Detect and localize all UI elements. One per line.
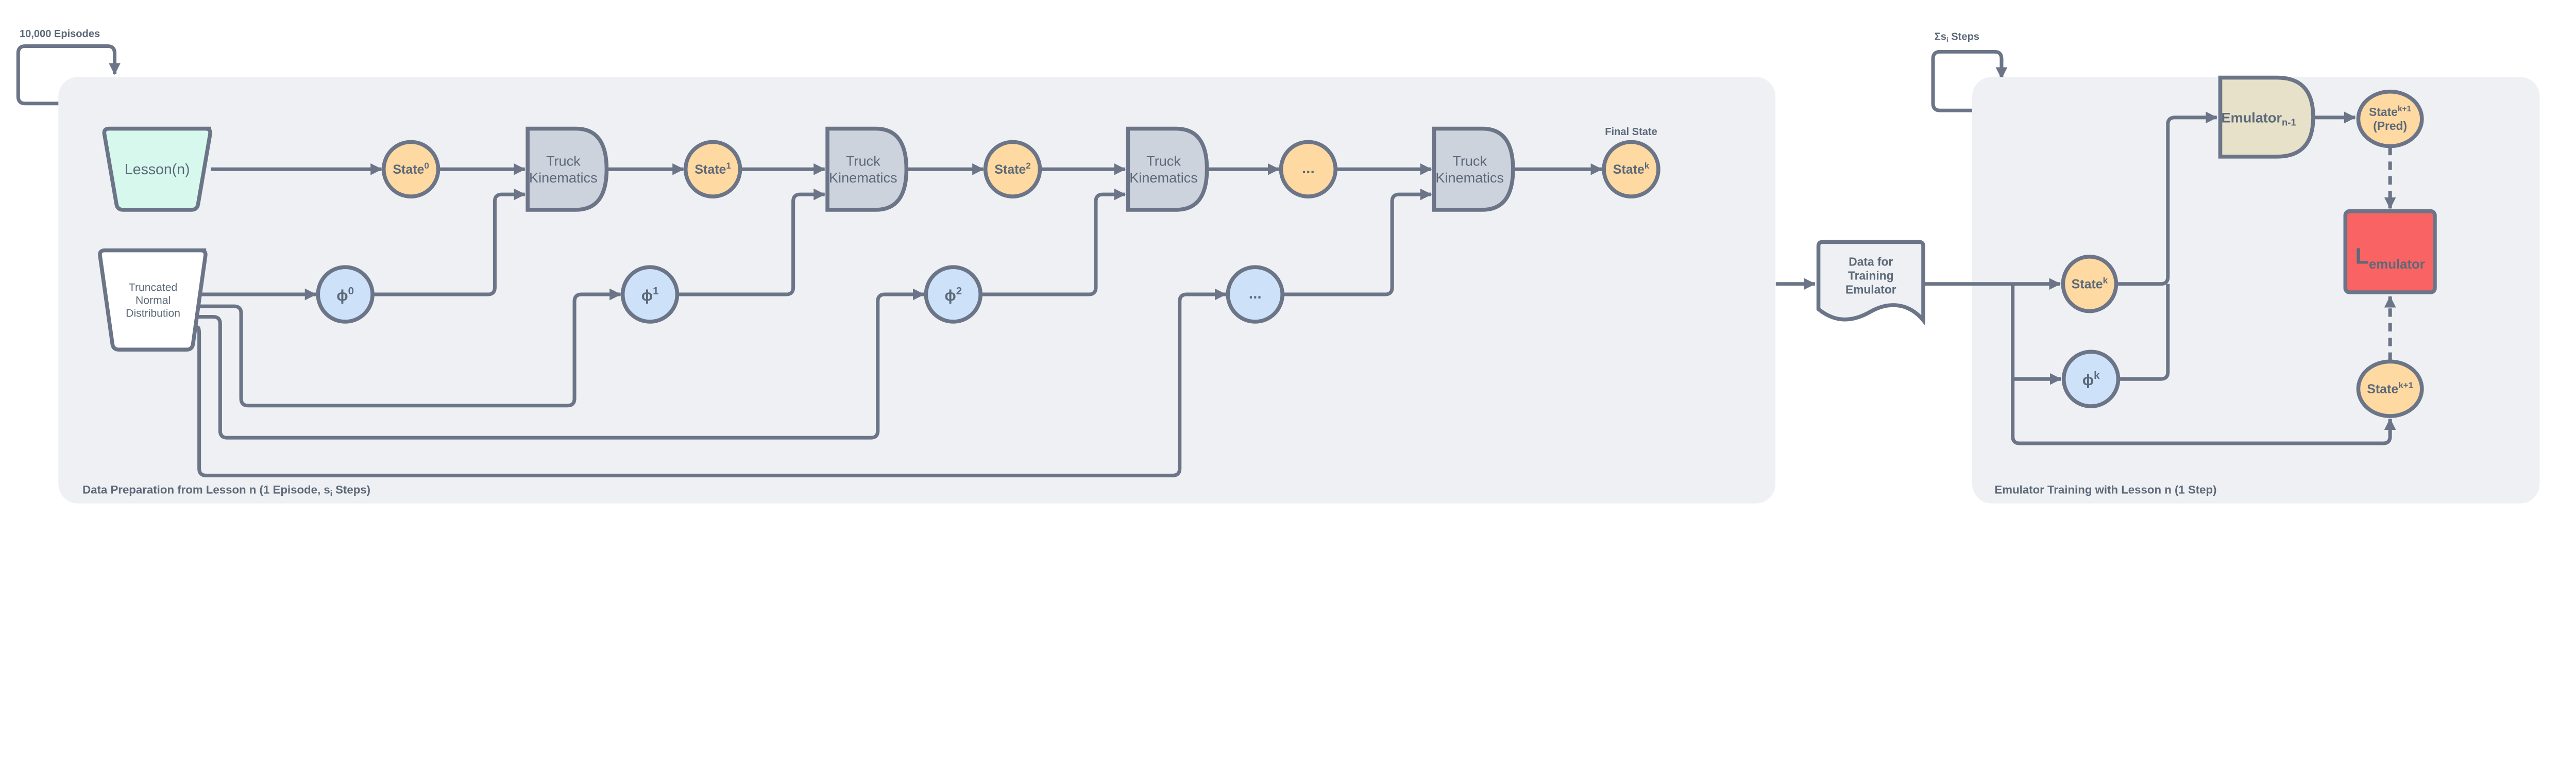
truncated-normal-distribution-label: Truncated xyxy=(129,281,177,293)
state-k1-pred xyxy=(2356,89,2424,148)
truck-kinematics-1 xyxy=(526,126,609,212)
edge-phi0-kinematics1 xyxy=(372,188,526,296)
phi-k xyxy=(2061,350,2121,408)
truck-kinematics-3 xyxy=(1126,126,1209,212)
training-data-document xyxy=(1816,240,1925,326)
state-0 xyxy=(381,140,440,198)
phi-2-label: ϕ2 xyxy=(944,286,962,304)
steps-loop-arrow-label: Σsi Steps xyxy=(1935,31,1979,44)
state-k1-pred-label: Statek+1 xyxy=(2369,105,2411,119)
truck-kinematics-4-label: Kinematics xyxy=(1435,170,1504,186)
truck-kinematics-1-label: Truck xyxy=(546,153,581,169)
episodes-loop-arrow xyxy=(16,44,146,106)
truncated-normal-distribution-label: Normal xyxy=(135,294,171,306)
phi-ellipsis-label: ... xyxy=(1249,285,1262,302)
state-2-label: State2 xyxy=(994,161,1030,177)
phi-k-label: ϕk xyxy=(2082,370,2100,389)
truncated-normal-distribution xyxy=(98,248,208,352)
training-data-document-label: Emulator xyxy=(1845,283,1896,296)
diagram-stage: Data Preparation from Lesson n (1 Episod… xyxy=(16,28,2540,504)
truck-kinematics-1-label: Kinematics xyxy=(529,170,598,186)
state-k-training xyxy=(2061,255,2119,313)
data-preparation-container-caption: Data Preparation from Lesson n (1 Episod… xyxy=(82,483,370,498)
phi-0-label: ϕ0 xyxy=(336,286,354,304)
edge-statek-emulator xyxy=(2116,111,2218,286)
lesson-input xyxy=(102,126,212,212)
truck-kinematics-2 xyxy=(825,126,909,212)
phi-ellipsis xyxy=(1226,265,1284,324)
state-k-training-label: Statek xyxy=(2072,275,2108,291)
phi-2 xyxy=(924,265,982,324)
state-k1-truth-label: Statek+1 xyxy=(2367,380,2413,396)
edge-branch-statek1 xyxy=(2011,285,2396,445)
edge-phi2-kinematics3 xyxy=(980,188,1126,296)
states-ellipsis-label: ... xyxy=(1302,160,1315,177)
emulator-loss xyxy=(2343,209,2437,294)
state-1 xyxy=(683,140,742,198)
state-1-label: State1 xyxy=(694,161,731,177)
truck-kinematics-3-label: Kinematics xyxy=(1129,170,1198,186)
emulator-n-minus-1 xyxy=(2218,75,2315,159)
edge-phi1-kinematics2 xyxy=(677,188,826,296)
final-state-label: Final State xyxy=(1605,126,1657,138)
episodes-loop-arrow-label: 10,000 Episodes xyxy=(20,28,100,40)
edge-ellipsis-kinematics4-low xyxy=(1282,188,1432,296)
emulator-n-minus-1-label: Emulatorn-1 xyxy=(2222,109,2296,127)
edge-distribution-phi1 xyxy=(198,288,621,408)
state-k-final xyxy=(1602,140,1660,198)
edge-phik-join xyxy=(2118,284,2170,381)
training-data-document-label: Data for xyxy=(1849,255,1893,269)
state-2 xyxy=(983,140,1042,198)
phi-1-label: ϕ1 xyxy=(641,286,659,304)
state-k1-pred-label: (Pred) xyxy=(2373,119,2407,132)
truck-kinematics-4 xyxy=(1432,126,1515,212)
state-k-final-label: Statek xyxy=(1613,161,1650,177)
truncated-normal-distribution-label: Distribution xyxy=(126,307,180,319)
states-ellipsis xyxy=(1279,140,1338,198)
emulator-training-container-caption: Emulator Training with Lesson n (1 Step) xyxy=(1994,483,2216,496)
edge-distribution-ellipsis xyxy=(195,288,1227,477)
phi-0 xyxy=(316,265,375,324)
emulator-loss-label: Lemulator xyxy=(2355,244,2425,272)
state-0-label: State0 xyxy=(393,161,429,177)
diagram-canvas: Data Preparation from Lesson n (1 Episod… xyxy=(16,28,2540,504)
truck-kinematics-2-label: Truck xyxy=(846,153,880,169)
truck-kinematics-2-label: Kinematics xyxy=(829,170,897,186)
edge-distribution-phi2 xyxy=(197,288,925,440)
phi-1 xyxy=(620,265,680,324)
training-data-document-label: Training xyxy=(1848,269,1894,282)
truck-kinematics-4-label: Truck xyxy=(1452,153,1487,169)
lesson-input-label: Lesson(n) xyxy=(125,161,190,178)
truck-kinematics-3-label: Truck xyxy=(1146,153,1181,169)
state-k1-truth xyxy=(2356,359,2424,418)
steps-loop-arrow xyxy=(1931,49,2008,112)
